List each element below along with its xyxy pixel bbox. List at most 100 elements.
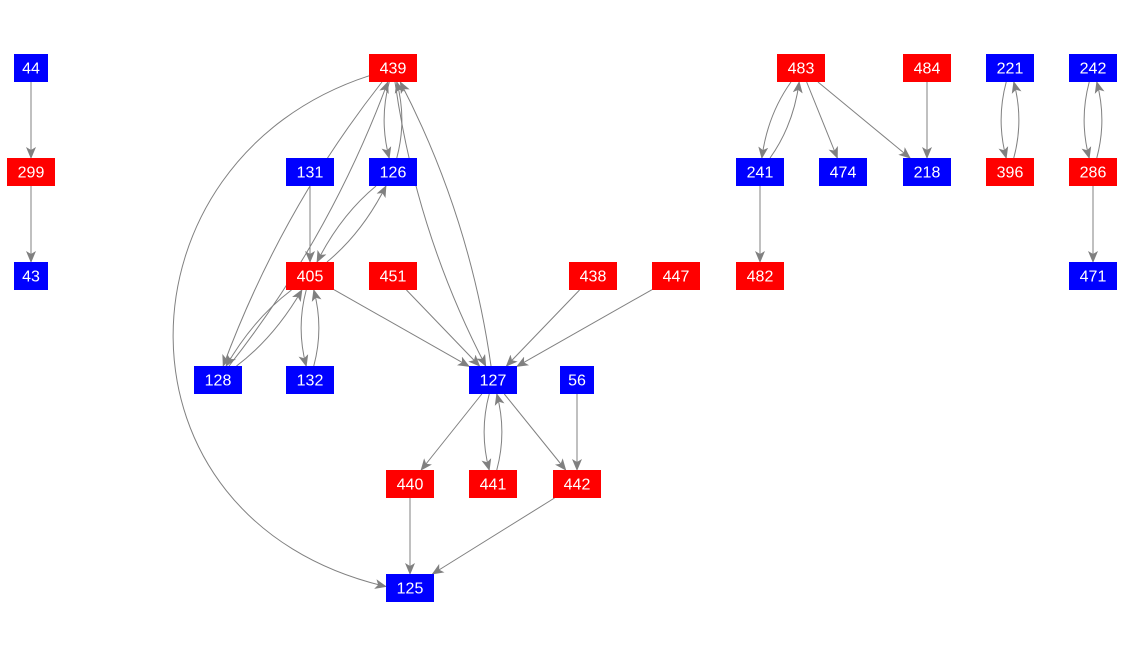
node-447[interactable]: 447 <box>652 262 700 290</box>
edges-layer <box>26 75 1105 589</box>
node-241[interactable]: 241 <box>736 158 784 186</box>
node-396[interactable]: 396 <box>986 158 1034 186</box>
node-label: 447 <box>663 269 690 286</box>
node-box <box>369 54 417 82</box>
node-box <box>1069 158 1117 186</box>
node-box <box>369 158 417 186</box>
node-484[interactable]: 484 <box>903 54 951 82</box>
node-131[interactable]: 131 <box>286 158 334 186</box>
edge-405-to-127 <box>333 289 470 367</box>
node-218[interactable]: 218 <box>903 158 951 186</box>
node-128[interactable]: 128 <box>194 366 242 394</box>
node-286[interactable]: 286 <box>1069 158 1117 186</box>
node-label: 482 <box>747 269 774 286</box>
edge-127-to-440 <box>420 393 483 471</box>
edge-483-to-474 <box>806 81 838 159</box>
node-451[interactable]: 451 <box>369 262 417 290</box>
edge-483-to-218 <box>817 81 911 159</box>
node-box <box>14 54 48 82</box>
node-box <box>386 574 434 602</box>
node-label: 126 <box>380 165 407 182</box>
edge-242-to-286 <box>1081 81 1092 159</box>
node-442[interactable]: 442 <box>553 470 601 498</box>
node-label: 299 <box>18 165 45 182</box>
node-299[interactable]: 299 <box>7 158 55 186</box>
edge-132-to-405 <box>311 289 322 367</box>
node-box <box>469 366 517 394</box>
node-471[interactable]: 471 <box>1069 262 1117 290</box>
node-221[interactable]: 221 <box>986 54 1034 82</box>
node-box <box>553 470 601 498</box>
node-label: 218 <box>914 165 941 182</box>
node-label: 242 <box>1080 61 1107 78</box>
edge-451-to-127 <box>406 289 481 367</box>
node-box <box>7 158 55 186</box>
edge-439-to-126 <box>381 81 392 159</box>
node-440[interactable]: 440 <box>386 470 434 498</box>
node-box <box>819 158 867 186</box>
node-label: 44 <box>22 61 40 78</box>
edge-221-to-396 <box>998 81 1009 159</box>
node-483[interactable]: 483 <box>777 54 825 82</box>
node-44[interactable]: 44 <box>14 54 48 82</box>
node-box <box>286 366 334 394</box>
node-box <box>736 262 784 290</box>
node-box <box>1069 262 1117 290</box>
node-box <box>560 366 594 394</box>
edge-447-to-127 <box>516 289 653 367</box>
node-482[interactable]: 482 <box>736 262 784 290</box>
node-box <box>286 262 334 290</box>
edge-286-to-242 <box>1094 81 1105 159</box>
node-label: 396 <box>997 165 1024 182</box>
node-box <box>14 262 48 290</box>
node-43[interactable]: 43 <box>14 262 48 290</box>
node-box <box>986 54 1034 82</box>
node-box <box>386 470 434 498</box>
node-label: 241 <box>747 165 774 182</box>
edge-441-to-127 <box>494 393 505 471</box>
node-label: 471 <box>1080 269 1107 286</box>
node-405[interactable]: 405 <box>286 262 334 290</box>
edge-127-to-439 <box>399 81 492 367</box>
node-label: 451 <box>380 269 407 286</box>
edge-241-to-483 <box>769 81 803 159</box>
edge-405-to-126 <box>326 185 387 263</box>
node-label: 128 <box>205 373 232 390</box>
edge-438-to-127 <box>505 289 580 367</box>
node-56[interactable]: 56 <box>560 366 594 394</box>
node-126[interactable]: 126 <box>369 158 417 186</box>
edge-439-to-128 <box>222 81 383 367</box>
node-box <box>369 262 417 290</box>
edge-127-to-441 <box>481 393 492 471</box>
node-125[interactable]: 125 <box>386 574 434 602</box>
node-label: 132 <box>297 373 324 390</box>
node-box <box>469 470 517 498</box>
node-438[interactable]: 438 <box>569 262 617 290</box>
node-box <box>569 262 617 290</box>
node-label: 405 <box>297 269 324 286</box>
node-439[interactable]: 439 <box>369 54 417 82</box>
node-441[interactable]: 441 <box>469 470 517 498</box>
node-box <box>777 54 825 82</box>
node-label: 127 <box>480 373 507 390</box>
node-132[interactable]: 132 <box>286 366 334 394</box>
node-474[interactable]: 474 <box>819 158 867 186</box>
node-label: 43 <box>22 269 40 286</box>
node-box <box>903 158 951 186</box>
node-label: 484 <box>914 61 941 78</box>
edge-442-to-125 <box>431 497 555 575</box>
edge-439-to-125 <box>172 75 387 589</box>
node-label: 221 <box>997 61 1024 78</box>
edge-126-to-439 <box>394 81 405 159</box>
node-label: 442 <box>564 477 591 494</box>
node-box <box>903 54 951 82</box>
edge-126-to-405 <box>316 185 377 263</box>
node-127[interactable]: 127 <box>469 366 517 394</box>
node-box <box>652 262 700 290</box>
node-242[interactable]: 242 <box>1069 54 1117 82</box>
edge-405-to-128 <box>225 289 292 367</box>
node-label: 125 <box>397 581 424 598</box>
node-box <box>986 158 1034 186</box>
node-box <box>194 366 242 394</box>
